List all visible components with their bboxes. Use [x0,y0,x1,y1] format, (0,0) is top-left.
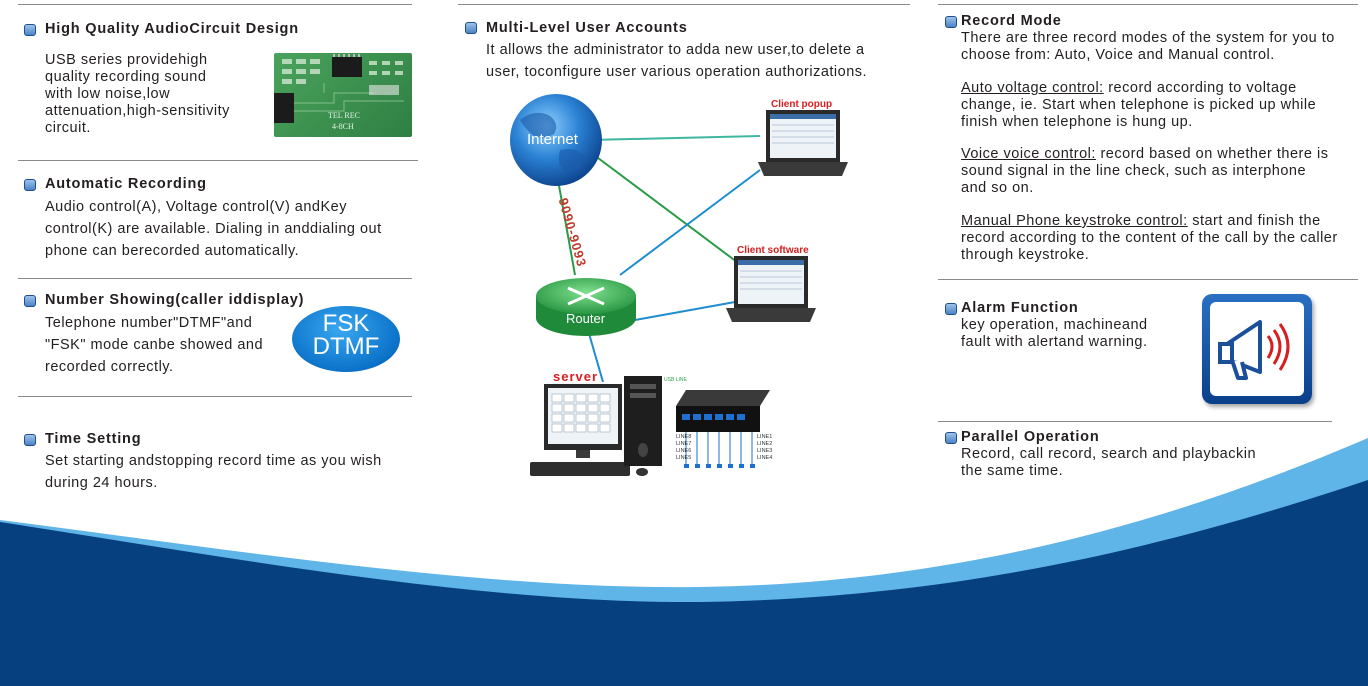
internet-label: Internet [527,131,578,148]
client-software-laptop-icon [726,256,816,322]
router-icon [536,278,636,336]
badge-dtmf: DTMF [312,333,380,360]
bullet-icon [24,24,36,36]
divider-top-left [18,4,412,5]
voice-control-text: Voice voice control: record based on whe… [961,146,1329,196]
divider [938,279,1358,280]
voice-control-heading: Voice voice control: [961,146,1096,162]
time-description: Set starting andstopping record time as … [45,453,382,491]
network-links [557,135,761,383]
bullet-icon [24,434,36,446]
bullet-icon [24,295,36,307]
auto-description: Audio control(A), Voltage control(V) and… [45,199,382,259]
internet-globe-icon [510,94,602,186]
auto-voltage-text: Auto voltage control: record according t… [961,80,1317,130]
divider [18,160,418,161]
manual-control-text: Manual Phone keystroke control: start an… [961,213,1338,263]
bullet-icon [24,179,36,191]
bullet-icon [465,22,477,34]
divider-top-middle [458,4,910,5]
alarm-megaphone-icon [1202,294,1312,404]
section-title-auto: Automatic Recording [45,176,207,192]
fsk-dtmf-badge: FSK DTMF [292,306,400,372]
section-title-audio: High Quality AudioCircuit Design [45,21,299,37]
accounts-description: It allows the administrator to adda new … [486,42,868,80]
server-computer-icon [530,376,662,476]
manual-control-heading: Manual Phone keystroke control: [961,213,1188,229]
badge-fsk: FSK [322,310,370,337]
bullet-icon [945,16,957,28]
client-software-label: Client software [737,245,809,256]
board-label-1: TEL REC [328,111,360,120]
divider-top-right [938,4,1358,5]
recording-box-icon [676,390,770,468]
section-title-record-mode: Record Mode [961,13,1062,29]
number-description: Telephone number"DTMF"and"FSK" mode canb… [45,315,264,375]
server-label: server [553,369,599,384]
client-popup-label: Client popup [771,99,833,110]
board-label-2: 4-8CH [332,122,354,131]
section-title-accounts: Multi-Level User Accounts [486,20,688,36]
auto-voltage-heading: Auto voltage control: [961,80,1104,96]
section-title-number: Number Showing(caller iddisplay) [45,292,305,308]
section-title-parallel: Parallel Operation [961,429,1100,445]
parallel-description: Record, call record, search and playback… [961,446,1257,479]
section-title-time: Time Setting [45,431,142,447]
divider [18,396,412,397]
divider [938,421,1332,422]
megaphone-graphic [1218,320,1290,380]
circuit-board-image: TEL REC 4-8CH [274,53,412,137]
record-mode-intro: There are three record modes of the syst… [961,30,1335,63]
bullet-icon [945,432,957,444]
circuit-board-graphic [274,54,404,123]
section-title-alarm: Alarm Function [961,300,1079,316]
client-popup-laptop-icon [758,110,848,176]
usb-line-label: USB LINE [664,377,687,383]
divider [18,278,412,279]
router-label: Router [566,311,606,326]
bullet-icon [945,303,957,315]
